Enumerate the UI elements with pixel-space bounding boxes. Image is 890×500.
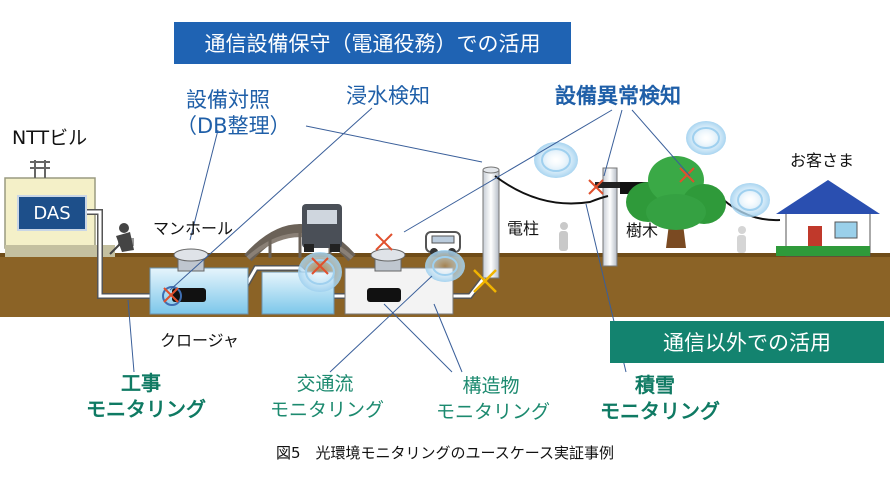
anomaly-detection-label: 設備異常検知 <box>555 84 681 108</box>
utility-pole-1 <box>482 166 500 279</box>
truck-icon <box>302 204 342 252</box>
closure-label: クロージャ <box>160 331 239 350</box>
ntt-building-label: NTTビル <box>12 127 88 149</box>
tree-icon <box>626 156 726 248</box>
snow-monitoring-line2: モニタリング <box>600 399 720 423</box>
maintenance-banner: 通信設備保守（電通役務）での活用 <box>174 22 571 64</box>
other-uses-banner: 通信以外での活用 <box>610 321 884 363</box>
pedestrian-icon-2 <box>737 226 746 253</box>
pole-label: 電柱 <box>507 219 540 238</box>
traffic-monitoring-line1: 交通流 <box>296 373 354 395</box>
construction-monitoring-line1: 工事 <box>121 371 161 395</box>
underground-fiber <box>83 190 493 299</box>
figure-caption: 図5 光環境モニタリングのユースケース実証事例 <box>275 444 615 462</box>
flood-detection-label: 浸水検知 <box>346 84 430 108</box>
construction-monitoring-line2: モニタリング <box>86 397 206 421</box>
snow-monitoring-line1: 積雪 <box>635 373 675 397</box>
vibration-ripple-2 <box>686 121 726 155</box>
antenna-icon <box>30 160 50 178</box>
alert-x-icon <box>163 167 695 303</box>
equipment-check-label-line1: 設備対照 <box>186 88 270 112</box>
fault-x-icon <box>473 269 497 293</box>
pedestrian-icon <box>559 222 568 251</box>
structure-monitoring-line2: モニタリング <box>436 401 551 423</box>
closure-box-2 <box>367 288 401 302</box>
equipment-check-label-line2: （DB整理） <box>176 114 291 138</box>
structure-monitoring-line1: 構造物 <box>462 375 520 397</box>
customer-label: お客さま <box>790 151 855 170</box>
vibration-ripple-4 <box>298 252 342 292</box>
vibration-ripple-5 <box>425 250 465 282</box>
vibration-ripple-1 <box>534 142 578 178</box>
manhole-label: マンホール <box>153 219 234 238</box>
vibration-ripple-3 <box>730 183 770 217</box>
worker-icon <box>109 223 134 255</box>
tree-label: 樹木 <box>626 221 659 240</box>
traffic-monitoring-line2: モニタリング <box>270 399 385 421</box>
house-icon <box>776 180 880 257</box>
das-box: DAS <box>17 195 87 231</box>
aerial-fiber <box>494 175 609 205</box>
